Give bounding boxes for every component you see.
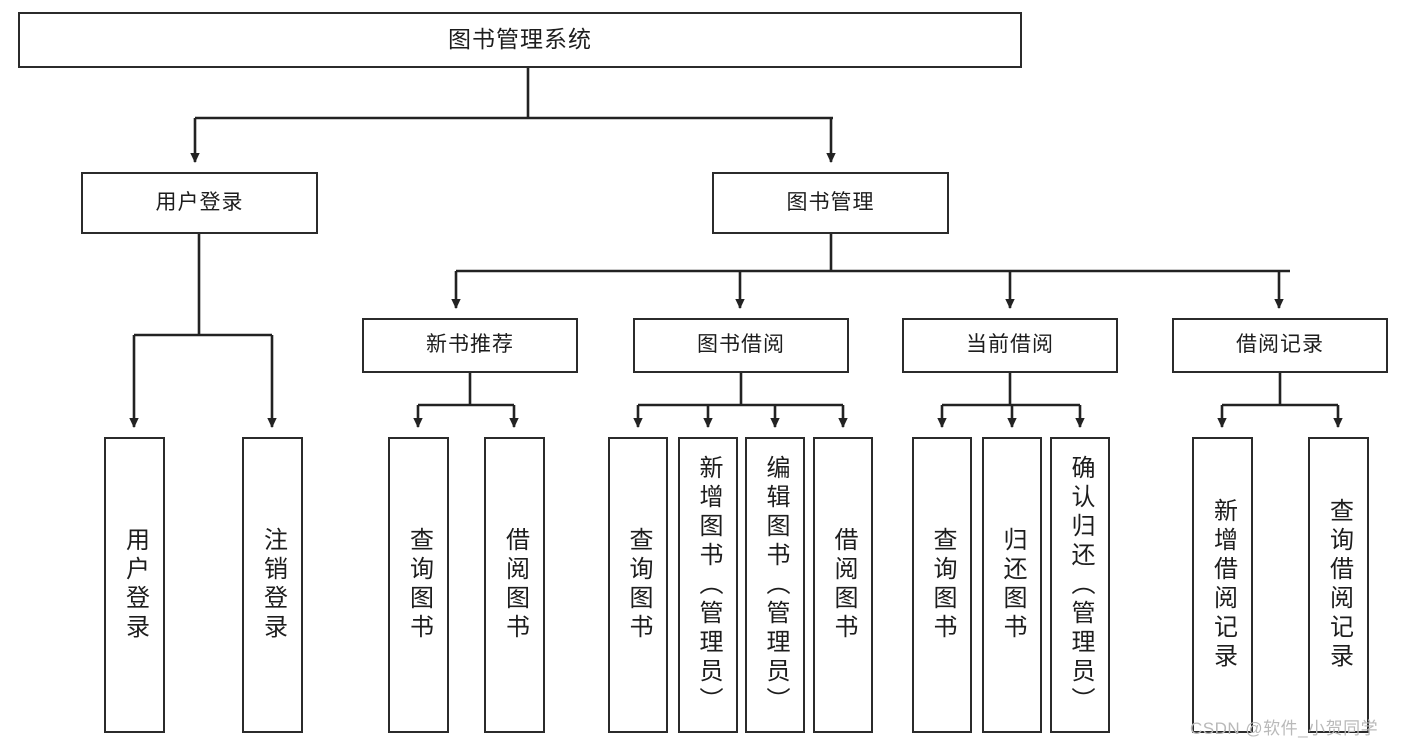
node-user-login-label: 用户登录 (155, 190, 244, 214)
node-leaf-add-record[interactable]: 新增借阅记录 (1192, 437, 1253, 733)
node-book-management[interactable]: 图书管理 (712, 172, 949, 234)
node-leaf-query-record[interactable]: 查询借阅记录 (1308, 437, 1369, 733)
node-leaf-logout-label: 注销登录 (259, 527, 287, 643)
node-leaf-add-book[interactable]: 新增图书（管理员） (678, 437, 738, 733)
node-book-management-label: 图书管理 (786, 190, 875, 214)
csdn-watermark: CSDN @软件_小贺同学 (1190, 719, 1379, 738)
node-leaf-add-record-label: 新增借阅记录 (1209, 498, 1237, 672)
node-leaf-add-book-label: 新增图书（管理员） (695, 454, 722, 716)
node-leaf-confirm-return-label: 确认归还（管理员） (1067, 454, 1094, 716)
node-leaf-query-record-label: 查询借阅记录 (1325, 498, 1353, 672)
node-leaf-confirm-return[interactable]: 确认归还（管理员） (1050, 437, 1110, 733)
node-borrow-record-label: 借阅记录 (1236, 333, 1324, 357)
node-book-borrow[interactable]: 图书借阅 (633, 318, 849, 373)
node-leaf-query-book-3-label: 查询图书 (929, 527, 956, 643)
node-leaf-query-book-2-label: 查询图书 (625, 527, 652, 643)
node-leaf-logout[interactable]: 注销登录 (242, 437, 303, 733)
node-leaf-query-book-2[interactable]: 查询图书 (608, 437, 668, 733)
node-leaf-borrow-book-2[interactable]: 借阅图书 (813, 437, 873, 733)
node-user-login[interactable]: 用户登录 (81, 172, 318, 234)
node-leaf-query-book-1[interactable]: 查询图书 (388, 437, 449, 733)
node-leaf-query-book-1-label: 查询图书 (405, 527, 433, 643)
node-book-borrow-label: 图书借阅 (697, 333, 785, 357)
node-leaf-edit-book[interactable]: 编辑图书（管理员） (745, 437, 805, 733)
node-leaf-return-book[interactable]: 归还图书 (982, 437, 1042, 733)
node-borrow-record[interactable]: 借阅记录 (1172, 318, 1388, 373)
node-leaf-borrow-book-2-label: 借阅图书 (830, 527, 857, 643)
node-root[interactable]: 图书管理系统 (18, 12, 1022, 68)
node-leaf-user-login[interactable]: 用户登录 (104, 437, 165, 733)
node-current-borrow-label: 当前借阅 (966, 333, 1054, 357)
node-leaf-user-login-label: 用户登录 (121, 527, 149, 643)
node-leaf-query-book-3[interactable]: 查询图书 (912, 437, 972, 733)
node-leaf-borrow-book-1-label: 借阅图书 (501, 527, 529, 643)
node-leaf-edit-book-label: 编辑图书（管理员） (762, 454, 789, 716)
node-new-book-recommend[interactable]: 新书推荐 (362, 318, 578, 373)
node-root-label: 图书管理系统 (448, 26, 592, 53)
node-new-book-recommend-label: 新书推荐 (426, 333, 514, 357)
node-leaf-return-book-label: 归还图书 (999, 527, 1026, 643)
node-leaf-borrow-book-1[interactable]: 借阅图书 (484, 437, 545, 733)
node-current-borrow[interactable]: 当前借阅 (902, 318, 1118, 373)
